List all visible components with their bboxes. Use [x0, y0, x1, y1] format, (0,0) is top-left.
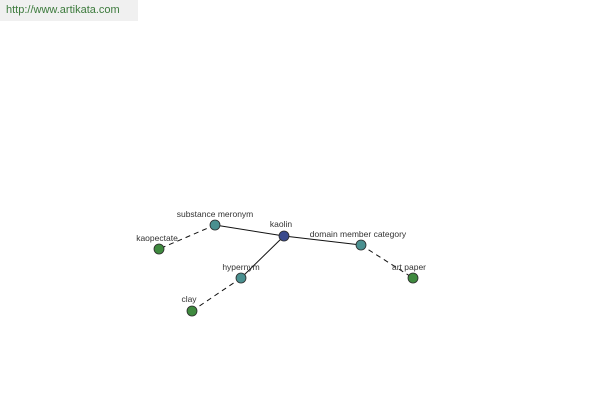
node-art-paper[interactable] — [407, 272, 419, 284]
label-domain-member-category: domain member category — [310, 229, 407, 239]
source-url-link[interactable]: http://www.artikata.com — [0, 0, 138, 21]
node-hypernym[interactable] — [235, 272, 247, 284]
label-substance-meronym: substance meronym — [177, 209, 254, 219]
node-substance-meronym[interactable] — [209, 219, 221, 231]
label-kaolin: kaolin — [270, 219, 292, 229]
edge-substance-meronym-kaopectate — [158, 224, 216, 250]
edge-kaolin-hypernym — [240, 235, 285, 279]
label-clay: clay — [181, 294, 197, 304]
node-clay[interactable] — [186, 305, 198, 317]
label-hypernym: hypernym — [222, 262, 259, 272]
edge-hypernym-clay — [191, 277, 242, 312]
label-kaopectate: kaopectate — [136, 233, 178, 243]
node-domain-member-category[interactable] — [355, 239, 367, 251]
edge-kaolin-substance-meronym — [214, 224, 285, 237]
node-kaopectate[interactable] — [153, 243, 165, 255]
edge-kaolin-domain-member-category — [283, 235, 362, 246]
node-kaolin[interactable] — [278, 230, 290, 242]
edge-domain-member-category-art-paper — [360, 244, 414, 279]
label-art-paper: art paper — [392, 262, 426, 272]
